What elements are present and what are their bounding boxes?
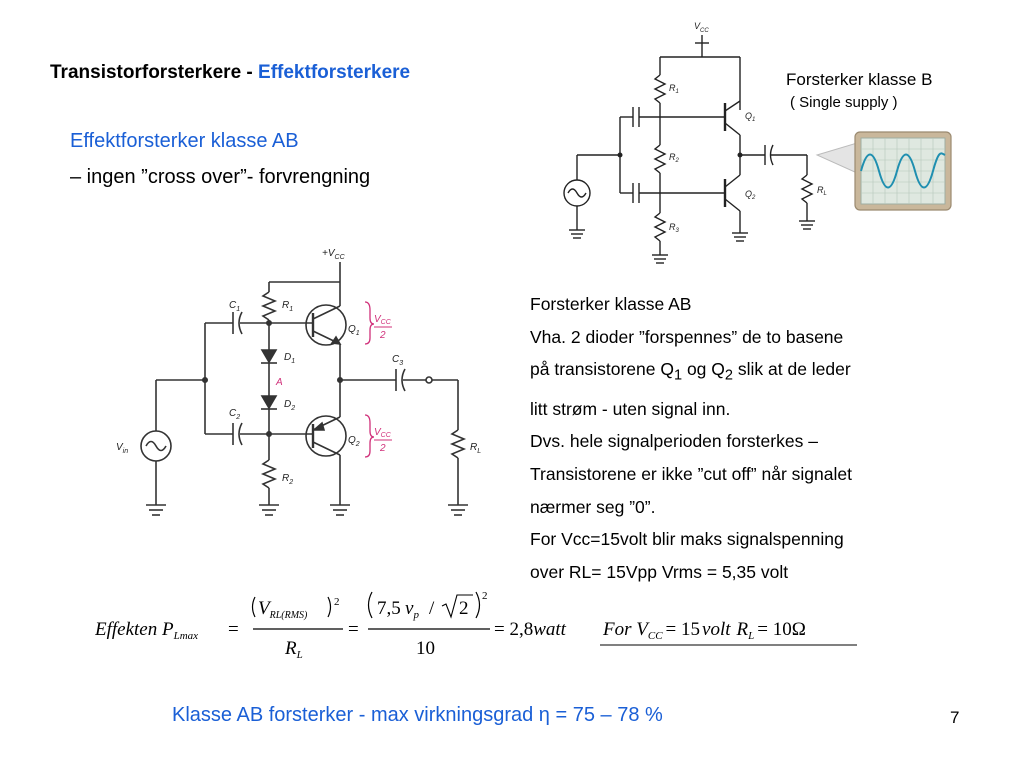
description-line: over RL= 15Vpp Vrms = 5,35 volt: [530, 562, 789, 583]
svg-text:/: /: [429, 598, 435, 619]
description-line: Dvs. hele signalperioden forsterkes –: [530, 431, 818, 452]
svg-text:R2: R2: [669, 152, 680, 164]
node-a-label: A: [275, 377, 283, 388]
class-b-circuit-diagram: VCC R1 R2 R3 Q1 Q2: [563, 21, 952, 264]
subtitle-line1: Effektforsterker klasse AB: [70, 130, 299, 152]
description-line: For Vcc=15volt blir maks signalspenning: [530, 529, 844, 550]
description-line: Vha. 2 dioder ”forspennes” de to basene: [530, 326, 844, 347]
svg-text:D1: D1: [284, 352, 295, 365]
svg-text:R3: R3: [669, 222, 680, 234]
svg-text:2: 2: [379, 443, 386, 454]
svg-text:RL: RL: [284, 638, 303, 661]
description-line: Transistorene er ikke ”cut off” når sign…: [530, 464, 852, 485]
footer-efficiency: Klasse AB forsterker - max virkningsgrad…: [172, 704, 663, 726]
class-ab-circuit-diagram: +VCC R1 D1 A D2 R2 C1 C2 Vin: [116, 248, 481, 516]
svg-text:R2: R2: [282, 473, 293, 486]
svg-text:Vin: Vin: [116, 442, 128, 455]
svg-text:RL: RL: [817, 185, 827, 197]
description-block: Forsterker klasse AB Vha. 2 dioder ”fors…: [530, 288, 1000, 589]
svg-text:VCC: VCC: [374, 427, 392, 439]
svg-text:VRL(RMS): VRL(RMS): [258, 598, 308, 621]
svg-text:2: 2: [459, 598, 469, 619]
svg-text:C2: C2: [229, 408, 240, 421]
svg-text:VCC: VCC: [374, 314, 392, 326]
svg-text:Effekten PLmax: Effekten PLmax: [95, 619, 198, 642]
svg-text:+VCC: +VCC: [322, 248, 346, 261]
description-line: på transistorene Q1 og Q2 slik at de led…: [530, 359, 851, 384]
svg-text:= 2,8watt: = 2,8watt: [494, 619, 567, 640]
svg-text:VCC: VCC: [694, 21, 709, 34]
svg-text:2: 2: [379, 330, 386, 341]
svg-text:Q2: Q2: [745, 189, 756, 201]
title-accent: Effektforsterkere: [258, 62, 411, 83]
class-b-label: Forsterker klasse B: [786, 70, 933, 89]
svg-text:=: =: [348, 619, 359, 640]
svg-text:=: =: [228, 619, 239, 640]
svg-text:vp: vp: [405, 598, 419, 621]
svg-text:7,5: 7,5: [377, 598, 401, 619]
b-vcc-label: V: [694, 21, 701, 31]
description-line: Forsterker klasse AB: [530, 294, 692, 314]
svg-text:C3: C3: [392, 354, 403, 367]
subtitle-line2: – ingen ”cross over”- forvrengning: [70, 166, 371, 188]
svg-text:D2: D2: [284, 399, 295, 412]
svg-text:RL: RL: [470, 442, 481, 455]
svg-text:R1: R1: [669, 83, 679, 95]
page-number: 7: [950, 708, 960, 727]
description-line: nærmer seg ”0”.: [530, 496, 656, 517]
class-b-note: ( Single supply ): [790, 94, 898, 111]
title-main: Transistorforsterkere -: [50, 62, 259, 83]
svg-text:C1: C1: [229, 300, 240, 313]
svg-text:R1: R1: [282, 300, 293, 313]
slide-title: Transistorforsterkere - Effektforsterker…: [50, 62, 410, 84]
svg-text:2: 2: [334, 596, 340, 608]
svg-text:2: 2: [482, 590, 488, 602]
svg-text:Q1: Q1: [745, 111, 755, 123]
description-line: litt strøm - uten signal inn.: [530, 398, 731, 419]
svg-text:10: 10: [416, 638, 435, 659]
svg-text:Q1: Q1: [348, 324, 360, 337]
svg-text:Q2: Q2: [348, 435, 360, 448]
power-formula: Effekten PLmax = VRL(RMS) 2 RL = 7,5 vp …: [95, 590, 857, 661]
scope-sine-wave: [860, 152, 946, 189]
